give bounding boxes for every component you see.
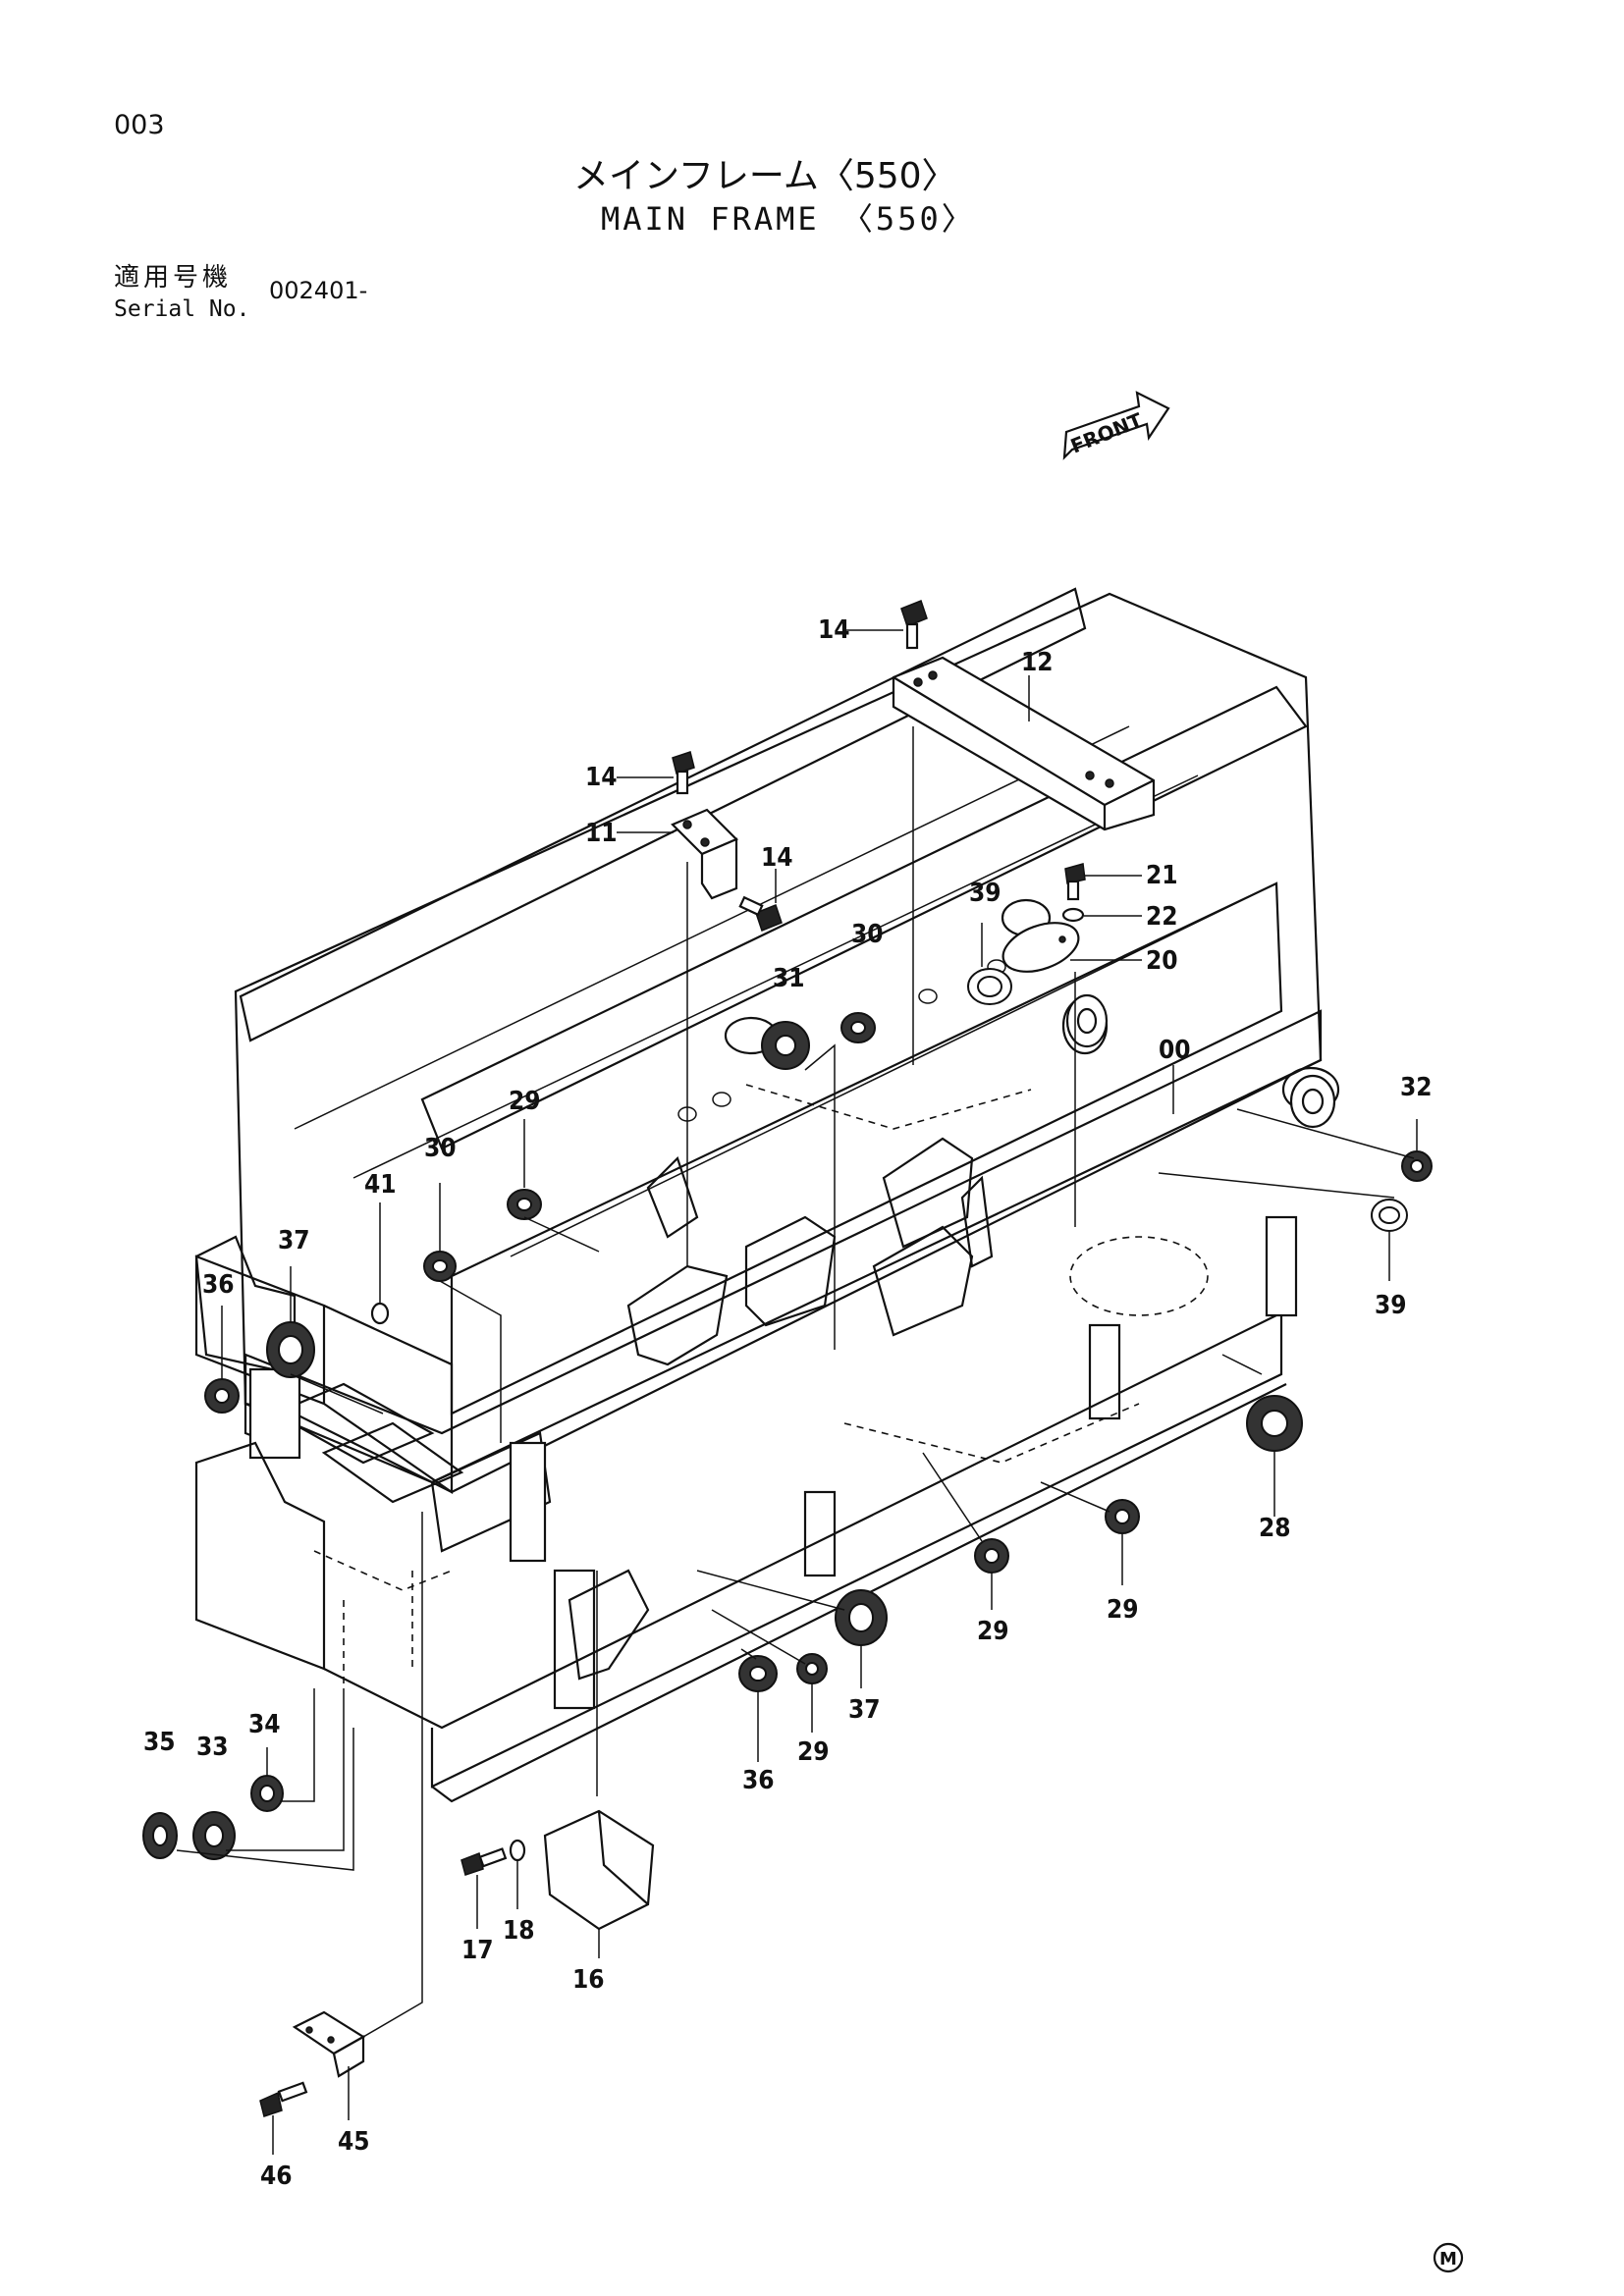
label-17: 17 [461,1936,494,1965]
part-20-cover-plate [1001,922,1080,973]
grommet-36b [738,1655,778,1692]
grommet-group [142,968,1433,1860]
grommet-28 [1246,1395,1303,1452]
label-30-top: 30 [851,920,884,949]
label-39-top: 39 [969,879,1001,908]
grommet-32 [1401,1150,1433,1182]
label-37-left: 37 [278,1226,310,1255]
grommet-31 [761,1021,810,1070]
serial-label-japanese: 適用号機 [114,263,233,293]
grommet-35 [142,1812,178,1859]
grommet-29c [974,1538,1009,1574]
label-11: 11 [585,819,618,848]
label-14-mid: 14 [585,763,618,792]
grommet-39a [967,968,1012,1005]
plug-41 [370,1302,390,1325]
label-35: 35 [143,1728,176,1757]
copyright-mark: M [1433,2242,1464,2273]
grommet-33 [192,1811,236,1860]
front-arrow-icon: FRONT [1062,391,1170,460]
bolt-14a [900,600,928,650]
label-18: 18 [503,1916,535,1946]
bolt-14b [672,751,695,795]
label-32: 32 [1400,1073,1433,1102]
bolt-14c [738,895,783,932]
serial-label-english: Serial No. [114,296,250,322]
label-29-upper-left: 29 [509,1087,541,1116]
label-00: 00 [1159,1036,1191,1065]
label-28: 28 [1259,1514,1291,1543]
grommet-39b [1371,1199,1408,1232]
label-36-left: 36 [202,1270,235,1300]
label-22: 22 [1146,902,1178,932]
label-39-right: 39 [1375,1291,1407,1320]
label-41: 41 [364,1170,397,1200]
copyright-letter: M [1439,2249,1457,2269]
grommet-30a [840,1012,876,1043]
leader-lines [176,629,1418,2155]
label-37-lower: 37 [848,1695,881,1725]
front-label: FRONT [1067,408,1146,458]
part-labels: 12 14 14 11 14 21 22 20 39 30 31 00 32 3… [143,615,1433,2191]
label-29-right: 29 [1107,1595,1139,1625]
grommet-34 [250,1775,284,1812]
grommet-29a [507,1189,542,1220]
title-english: MAIN FRAME 〈550〉 [601,200,976,238]
label-30-left: 30 [424,1134,457,1163]
grommet-36a [204,1378,240,1414]
page-number: 003 [114,110,165,140]
label-14-right: 14 [761,843,793,873]
part-45-bracket [292,2010,366,2078]
washer-22 [1061,907,1085,923]
grommet-37b [835,1589,888,1646]
washer-18 [509,1839,526,1862]
serial-number-value: 002401- [269,277,368,304]
bolt-46 [259,2081,308,2117]
label-31: 31 [773,964,805,993]
label-21: 21 [1146,861,1178,890]
grommet-37a [266,1321,315,1378]
label-16: 16 [572,1965,605,1995]
label-34: 34 [248,1710,281,1739]
title-japanese: メインフレーム〈550〉 [573,156,957,196]
bolt-17 [460,1847,508,1876]
grommet-29b [1105,1499,1140,1534]
bolt-21 [1064,863,1086,901]
label-45: 45 [338,2127,370,2157]
label-36-lower: 36 [742,1766,775,1795]
label-14-top: 14 [818,615,850,645]
grommet-30b [423,1251,457,1282]
part-11-bracket [671,808,738,900]
label-29-lower: 29 [797,1737,830,1767]
label-33: 33 [196,1733,229,1762]
label-20: 20 [1146,946,1178,976]
part-12-rail-beam [892,656,1156,831]
label-46: 46 [260,2162,293,2191]
label-12: 12 [1021,648,1054,677]
grommet-29d [796,1653,828,1684]
part-16-cover [543,1809,655,1931]
label-29-mid: 29 [977,1617,1009,1646]
